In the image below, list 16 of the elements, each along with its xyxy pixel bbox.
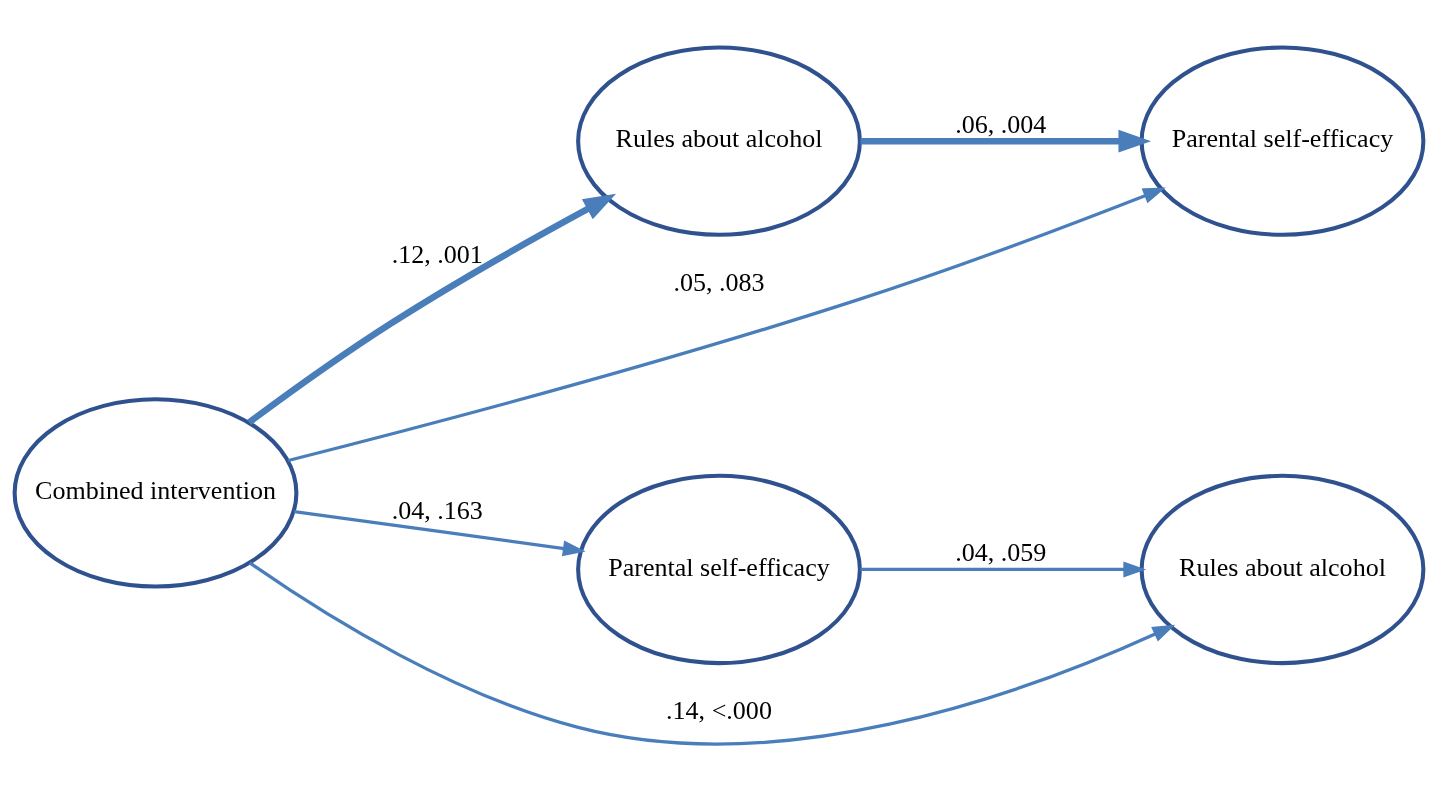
arrow [293, 510, 586, 557]
edge-label: .04, .163 [391, 495, 483, 525]
node-ellipse: Rules about alcohol [1139, 473, 1426, 666]
arrow [860, 561, 1147, 578]
arrow [248, 561, 1176, 746]
edge-label: .12, .001 [391, 239, 483, 269]
node-ellipse: Combined intervention [12, 397, 299, 589]
edge-label: .14, <.000 [666, 695, 772, 725]
edge-label: .05, .083 [673, 267, 765, 297]
edge-label: .04, .059 [955, 538, 1047, 568]
arrow [860, 129, 1152, 153]
edge-label: .06, .004 [955, 109, 1047, 139]
node-ellipse: Parental self-efficacy [576, 473, 862, 666]
arrow [287, 187, 1166, 463]
arrow [247, 193, 617, 425]
node-ellipse: Rules about alcohol [576, 45, 862, 237]
